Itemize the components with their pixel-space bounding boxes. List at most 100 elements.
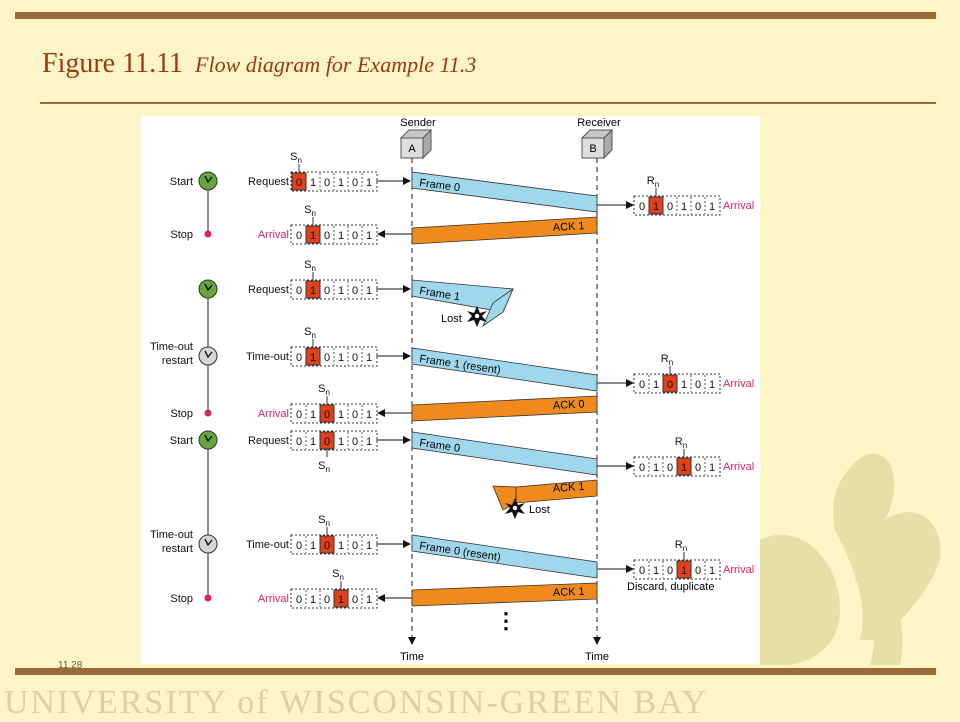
timer-event-label: Time-out <box>150 341 193 353</box>
sn-pointer-text: Sn <box>318 460 330 474</box>
sequence-bit: 1 <box>366 436 372 448</box>
sn-pointer: Sn <box>318 449 330 474</box>
sequence-bit: 0 <box>324 352 330 364</box>
timer-event-label: Stop <box>170 593 193 605</box>
receiver-time-label: Time <box>585 651 609 663</box>
timer-event-label: Stop <box>170 408 193 420</box>
sequence-bit: 0 <box>352 230 358 242</box>
sn-pointer: Sn <box>290 151 302 172</box>
sequence-bit: 0 <box>352 285 358 297</box>
lost-label: Lost <box>441 313 462 325</box>
discard-duplicate-note: Discard, duplicate <box>627 581 714 593</box>
sender-label: Sender <box>400 117 436 129</box>
lost-marker-ack: Lost <box>505 498 550 519</box>
sequence-bit: 0 <box>695 379 701 391</box>
sequence-bit: 1 <box>338 177 344 189</box>
message-label: Frame 0 <box>419 177 461 194</box>
sequence-bit: 0 <box>296 230 302 242</box>
sequence-bit: 0 <box>324 409 330 421</box>
action-label: Arrival <box>258 229 289 241</box>
sequence-bit: 1 <box>366 177 372 189</box>
action-label: Time-out <box>246 351 289 363</box>
sequence-bit: 0 <box>639 379 645 391</box>
message-ack-0: ACK 0 <box>411 395 598 422</box>
sequence-bit: 0 <box>352 409 358 421</box>
start-clock-icon <box>198 171 218 191</box>
timer-event-label: Stop <box>170 229 193 241</box>
lost-marker-frame: Lost <box>441 306 487 327</box>
sequence-bit: 0 <box>296 409 302 421</box>
window-highlight <box>676 560 692 579</box>
message-frame-0: Frame 0 <box>411 171 598 213</box>
sequence-bit: 1 <box>709 201 715 213</box>
message-label: ACK 0 <box>553 398 585 412</box>
message-frame-1-lost: Frame 1 <box>411 279 514 328</box>
sn-pointer-text: Sn <box>290 151 302 165</box>
sn-pointer: Sn <box>304 259 316 280</box>
action-label: Request <box>248 284 289 296</box>
timer-event-label: restart <box>162 543 193 555</box>
sequence-bit: 1 <box>681 379 687 391</box>
sequence-bit: 0 <box>667 379 673 391</box>
bottom-rule <box>15 668 936 675</box>
sequence-bit: 1 <box>310 352 316 364</box>
sequence-bit: 0 <box>667 462 673 474</box>
sequence-bit: 1 <box>681 565 687 577</box>
arrival-label: Arrival <box>723 200 754 212</box>
sn-pointer: Sn <box>304 204 316 225</box>
sequence-bit: 1 <box>366 540 372 552</box>
sn-pointer-text: Sn <box>318 514 330 528</box>
sequence-bit: 0 <box>639 462 645 474</box>
message-label: Frame 0 <box>419 437 461 455</box>
window-highlight <box>305 225 321 244</box>
receiver-box: B <box>580 128 614 160</box>
timer-event-label: Time-out <box>150 529 193 541</box>
sn-pointer-text: Sn <box>318 383 330 397</box>
sender-time-label: Time <box>400 651 424 663</box>
sequence-bit: 1 <box>709 565 715 577</box>
timeout-clock-icon <box>198 346 218 366</box>
title-rule <box>40 102 936 104</box>
sequence-bit: 1 <box>366 594 372 606</box>
continuation-ellipsis: ⋮ <box>495 608 517 633</box>
sequence-bit: 0 <box>639 201 645 213</box>
sn-pointer-text: Sn <box>304 259 316 273</box>
sequence-bit: 1 <box>653 201 659 213</box>
sequence-bit: 1 <box>653 565 659 577</box>
sn-pointer-text: Sn <box>332 568 344 582</box>
sequence-bit: 0 <box>296 594 302 606</box>
top-rule <box>15 12 936 19</box>
university-footer: UNIVERSITY of WISCONSIN-GREEN BAY <box>4 684 709 721</box>
message-ack-1-final: ACK 1 <box>411 582 598 607</box>
sequence-bit: 1 <box>366 285 372 297</box>
window-highlight <box>662 374 678 393</box>
sn-pointer-text: Sn <box>304 326 316 340</box>
sequence-bit: 1 <box>310 409 316 421</box>
sequence-bit: 0 <box>352 436 358 448</box>
sequence-bit: 1 <box>338 594 344 606</box>
sequence-bit: 1 <box>653 379 659 391</box>
sender-box: A <box>399 128 433 160</box>
sequence-bit: 1 <box>310 436 316 448</box>
message-label: ACK 1 <box>553 586 585 599</box>
sequence-bit: 0 <box>324 177 330 189</box>
timeout-clock-icon <box>198 534 218 554</box>
sequence-bit: 1 <box>310 594 316 606</box>
sequence-bit: 1 <box>709 462 715 474</box>
sequence-bit: 1 <box>310 285 316 297</box>
window-highlight <box>676 457 692 476</box>
sn-pointer: Sn <box>332 568 344 589</box>
